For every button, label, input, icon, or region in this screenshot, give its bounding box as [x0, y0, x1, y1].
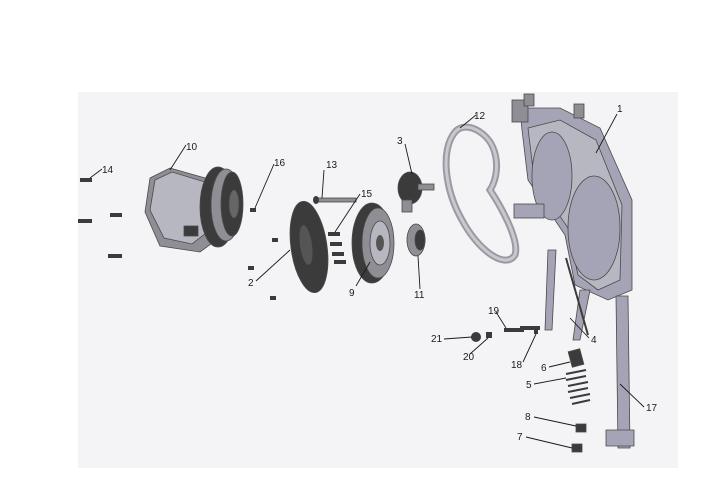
part-frame — [511, 93, 635, 449]
callout-2: 2 — [248, 278, 254, 289]
callout-11: 11 — [414, 290, 425, 301]
callout-19: 19 — [488, 306, 500, 317]
callout-7: 7 — [517, 432, 523, 443]
part-pulley — [351, 202, 395, 284]
callout-15: 15 — [361, 189, 373, 200]
callout-10: 10 — [186, 142, 198, 153]
callout-labels: 1 2 3 4 5 6 7 8 9 10 11 12 13 14 15 16 1… — [102, 104, 658, 443]
bolts — [78, 178, 346, 300]
callout-18: 18 — [511, 360, 523, 371]
callout-3: 3 — [397, 136, 403, 147]
callout-4: 4 — [591, 335, 597, 346]
leader-lines — [89, 113, 645, 449]
callout-17: 17 — [646, 403, 658, 414]
part-tensioner — [397, 171, 435, 213]
part-cover-plate — [289, 200, 329, 294]
callout-12: 12 — [474, 111, 486, 122]
callout-1: 1 — [617, 104, 623, 115]
callout-8: 8 — [525, 412, 531, 423]
callout-13: 13 — [326, 160, 338, 171]
callout-6: 6 — [541, 363, 547, 374]
callout-5: 5 — [526, 380, 532, 391]
callout-20: 20 — [463, 352, 475, 363]
callout-14: 14 — [102, 165, 114, 176]
part-compressor — [144, 166, 244, 253]
part-hub — [406, 223, 426, 257]
callout-21: 21 — [431, 334, 443, 345]
callout-16: 16 — [274, 158, 286, 169]
small-parts — [471, 257, 591, 453]
part-belt — [442, 123, 520, 264]
callout-9: 9 — [349, 288, 355, 299]
